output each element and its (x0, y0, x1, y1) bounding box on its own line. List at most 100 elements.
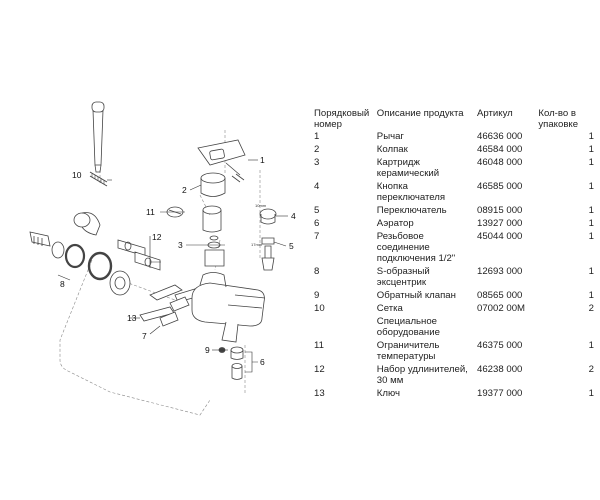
callout-12: 12 (152, 232, 162, 242)
row-article: 13927 000 (477, 218, 523, 229)
row-number: 1 (314, 131, 320, 142)
row-description: Резьбовое соединение подключения 1/2" (376, 231, 456, 264)
callout-labels: 1 2 3 4 5 6 7 8 9 10 11 12 13 (60, 155, 296, 367)
diverter-item-5: 17mm (251, 237, 275, 271)
row-description: Набор удлинителей, 30 мм (376, 364, 468, 386)
row-number: 12 (314, 364, 325, 375)
row-description: Картридж керамический (376, 157, 440, 179)
threaded-connection-item-7 (159, 296, 190, 327)
row-quantity: 1 (588, 157, 594, 168)
callout-3: 3 (178, 240, 183, 250)
row-article: 45044 000 (477, 231, 523, 242)
row-article: 08565 000 (477, 290, 523, 301)
table-row: 10 Сетка 07002 00M 2 (314, 302, 596, 315)
dimension-label-17mm: 17mm (251, 242, 263, 247)
row-quantity: 2 (588, 303, 594, 314)
table-row: Специальное оборудование (314, 315, 596, 339)
dimension-label-10mm: 10mm (255, 203, 267, 208)
table-row: 6 Аэратор 13927 000 1 (314, 217, 596, 230)
row-number: 6 (314, 218, 320, 229)
row-description: Ключ (376, 388, 400, 399)
row-article: 07002 00M (477, 303, 526, 314)
row-number: 8 (314, 266, 320, 277)
row-description: Обратный клапан (376, 290, 456, 301)
header-description: Описание продукта (376, 108, 464, 119)
callout-5: 5 (289, 241, 294, 251)
row-quantity: 1 (588, 181, 594, 192)
table-row: 12 Набор удлинителей, 30 мм 46238 000 2 (314, 363, 596, 387)
row-description: S-образный эксцентрик (376, 266, 430, 288)
row-description: Ограничитель температуры (376, 340, 440, 362)
callout-9: 9 (205, 345, 210, 355)
row-article (477, 315, 538, 339)
row-article: 08915 000 (477, 205, 523, 216)
row-article: 46048 000 (477, 157, 523, 168)
row-quantity: 1 (588, 340, 594, 351)
row-number: 7 (314, 231, 320, 242)
table-row: 9 Обратный клапан 08565 000 1 (314, 289, 596, 302)
ceramic-cartridge-item-3 (202, 205, 225, 267)
cap-item-2 (200, 172, 226, 197)
callout-13: 13 (127, 313, 137, 323)
row-description: Аэратор (376, 218, 414, 229)
table-row: 3 Картридж керамический 46048 000 1 (314, 156, 596, 180)
callout-7: 7 (142, 331, 147, 341)
row-article: 46375 000 (477, 340, 523, 351)
header-number: Порядковый номер (314, 108, 370, 130)
row-description: Специальное оборудование (376, 316, 440, 338)
header-quantity: Кол-во в упаковке (538, 108, 579, 130)
callout-8: 8 (60, 279, 65, 289)
row-quantity: 1 (588, 388, 594, 399)
row-number: 2 (314, 144, 320, 155)
parts-table: Порядковый номер Описание продукта Артик… (314, 108, 596, 400)
row-article: 46585 000 (477, 181, 523, 192)
callout-1: 1 (260, 155, 265, 165)
callout-4: 4 (291, 211, 296, 221)
header-article: Артикул (477, 108, 513, 119)
row-number: 13 (314, 388, 325, 399)
lever-handle-item-1 (197, 139, 246, 183)
parts-table-header-row: Порядковый номер Описание продукта Артик… (314, 108, 596, 130)
callout-11: 11 (146, 207, 155, 217)
row-number: 5 (314, 205, 320, 216)
row-quantity: 1 (588, 205, 594, 216)
row-quantity: 1 (588, 144, 594, 155)
row-number: 11 (314, 340, 324, 351)
aerator-item-6 (230, 346, 244, 380)
table-row: 1 Рычаг 46636 000 1 (314, 130, 596, 143)
row-article: 12693 000 (477, 266, 523, 277)
row-description: Колпак (376, 144, 408, 155)
row-description: Кнопка переключателя (376, 181, 446, 203)
row-quantity: 1 (588, 131, 594, 142)
eccentric-connector-item-8 (29, 231, 131, 296)
row-article: 46238 000 (477, 364, 523, 375)
row-quantity: 1 (588, 290, 594, 301)
table-row: 4 Кнопка переключателя 46585 000 1 (314, 180, 596, 204)
row-number: 4 (314, 181, 320, 192)
row-number: 9 (314, 290, 320, 301)
row-article: 46636 000 (477, 131, 523, 142)
extension-set-item-12 (117, 239, 161, 271)
callout-6: 6 (260, 357, 265, 367)
table-row: 13 Ключ 19377 000 1 (314, 387, 596, 400)
row-description: Рычаг (376, 131, 404, 142)
row-quantity: 2 (588, 364, 594, 375)
row-number: 10 (314, 303, 325, 314)
row-quantity: 1 (588, 218, 594, 229)
wall-holder (73, 212, 101, 236)
row-quantity: 1 (588, 266, 594, 277)
hand-shower (91, 101, 105, 173)
callout-2: 2 (182, 185, 187, 195)
callout-10: 10 (72, 170, 82, 180)
table-row: 8 S-образный эксцентрик 12693 000 1 (314, 265, 596, 289)
row-article: 19377 000 (477, 388, 523, 399)
callout-leader-lines (57, 159, 288, 373)
row-number: 3 (314, 157, 320, 168)
row-description: Переключатель (376, 205, 447, 216)
row-number (314, 315, 377, 339)
row-description: Сетка (376, 303, 403, 314)
row-quantity: 1 (588, 231, 594, 242)
